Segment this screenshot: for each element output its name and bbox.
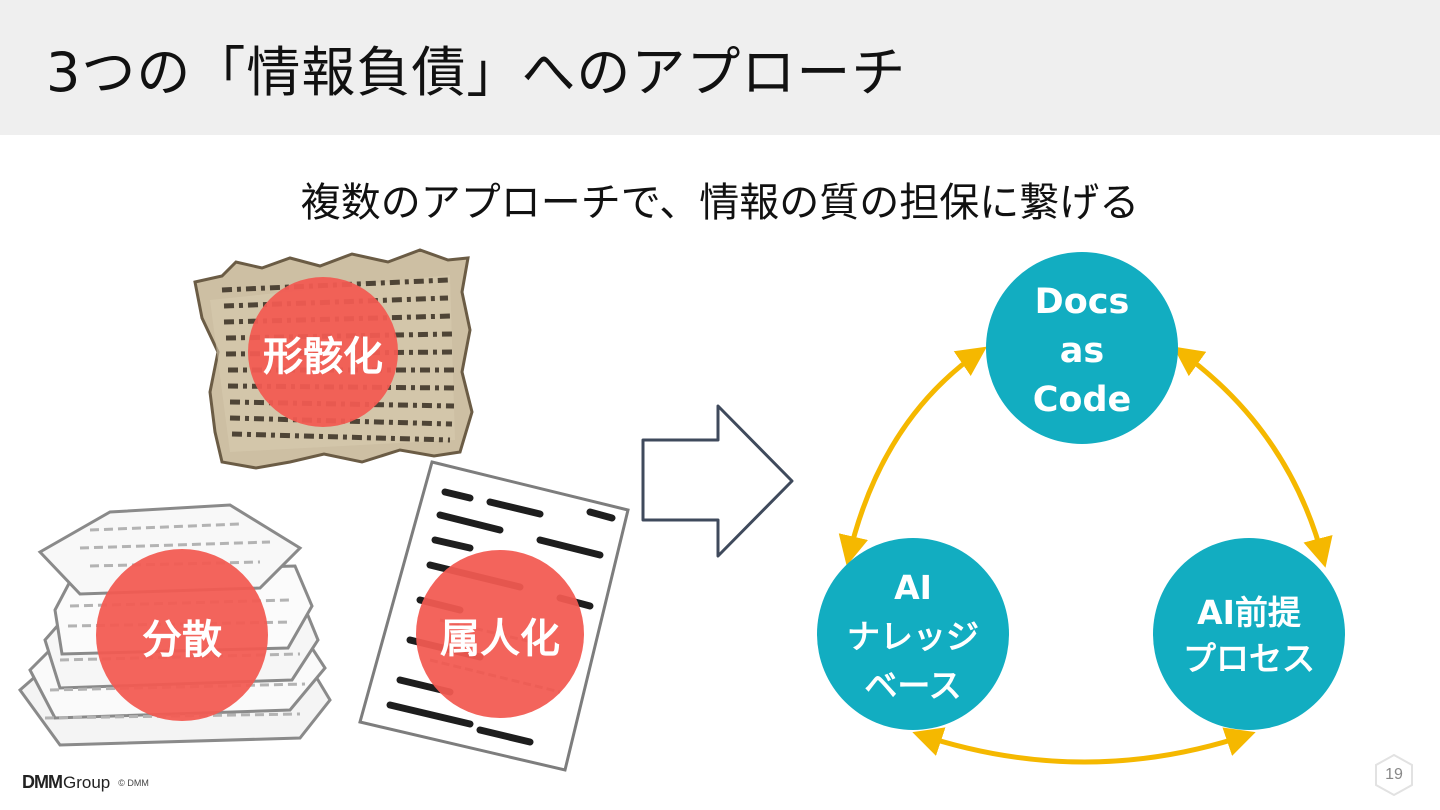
slide-subtitle: 複数のアプローチで、情報の質の担保に繋げる <box>300 180 1140 226</box>
page-number-text: 19 <box>1385 766 1403 783</box>
transition-arrow-icon <box>641 404 794 558</box>
approach-top-line-3: Code <box>1033 380 1132 420</box>
problem-keigaika: 形骸化 <box>248 277 398 427</box>
approach-left-line-3: ベース <box>864 666 961 705</box>
problem-bunsan-label: 分散 <box>142 617 222 663</box>
cycle-arrow-top-left <box>838 346 987 566</box>
hexagon-icon <box>1375 753 1413 797</box>
logo-brand: DMM <box>22 772 63 792</box>
cycle-arrow-bottom <box>912 727 1256 765</box>
approach-right-line-1: AI前提 <box>1197 593 1302 632</box>
copyright: © DMM <box>118 778 149 788</box>
problem-zokujinka-label: 属人化 <box>440 616 560 662</box>
approach-left-line-1: AI <box>894 568 932 607</box>
problem-zokujinka: 属人化 <box>416 550 584 718</box>
page-number: 19 <box>1372 753 1416 797</box>
approach-right-line-2: プロセス <box>1183 639 1315 678</box>
logo-group: Group <box>63 773 111 792</box>
approach-ai-knowledge-base: AI ナレッジ ベース <box>817 538 1009 730</box>
title-bar <box>0 0 1440 135</box>
cycle-arrow-top-right <box>1173 346 1333 568</box>
problem-keigaika-label: 形骸化 <box>263 334 383 380</box>
approach-docs-as-code: Docs as Code <box>986 252 1178 444</box>
problem-bunsan: 分散 <box>96 549 268 721</box>
approach-left-line-2: ナレッジ <box>847 617 979 656</box>
approach-top-line-2: as <box>1060 331 1104 371</box>
slide-title: 3つの「情報負債」へのアプローチ <box>46 41 907 104</box>
cycle-arrows <box>838 346 1333 765</box>
approach-top-line-1: Docs <box>1035 282 1130 322</box>
dmm-group-logo: DMMGroup © DMM <box>22 772 149 793</box>
approach-ai-process: AI前提 プロセス <box>1153 538 1345 730</box>
